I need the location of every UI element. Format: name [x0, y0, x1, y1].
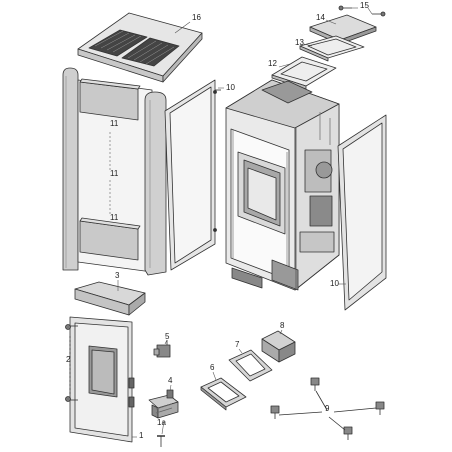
label-15: 15 — [360, 1, 369, 10]
part-1a-screw — [157, 435, 165, 447]
stove-body — [225, 79, 340, 291]
label-13: 13 — [295, 38, 304, 47]
label-2: 2 — [66, 355, 71, 364]
part-11-side-panels — [62, 67, 167, 276]
label-14: 14 — [316, 13, 325, 22]
label-12: 12 — [268, 59, 277, 68]
label-4: 4 — [168, 376, 173, 385]
part-16-top-grille — [77, 12, 203, 83]
label-8: 8 — [280, 321, 285, 330]
part-5-latch — [153, 340, 171, 358]
part-2-hinges — [65, 324, 78, 402]
label-3: 3 — [115, 271, 120, 280]
label-16: 16 — [192, 13, 201, 22]
part-3-door-cover — [74, 281, 146, 316]
label-9: 9 — [325, 404, 330, 413]
part-6-ash-door — [200, 377, 247, 411]
label-10-left: 10 — [226, 83, 235, 92]
part-10-side-panel-right — [337, 114, 387, 311]
part-1-door — [69, 316, 135, 443]
label-1a: 1a — [157, 418, 166, 427]
part-8-bracket — [261, 330, 296, 363]
label-10-right: 10 — [330, 279, 339, 288]
label-11-bottom: 11 — [110, 213, 119, 222]
part-15-screws — [338, 5, 386, 17]
part-7-ash-door-gasket — [228, 349, 273, 382]
label-6: 6 — [210, 363, 215, 372]
part-13-gasket-frame — [299, 35, 365, 62]
label-1: 1 — [139, 431, 144, 440]
part-9-feet — [270, 377, 385, 440]
label-7: 7 — [235, 340, 240, 349]
label-11-top: 11 — [110, 119, 119, 128]
label-5: 5 — [165, 332, 170, 341]
label-11-middle: 11 — [110, 169, 119, 178]
part-4-handle — [148, 389, 179, 419]
part-10-side-panel-left — [164, 79, 221, 271]
